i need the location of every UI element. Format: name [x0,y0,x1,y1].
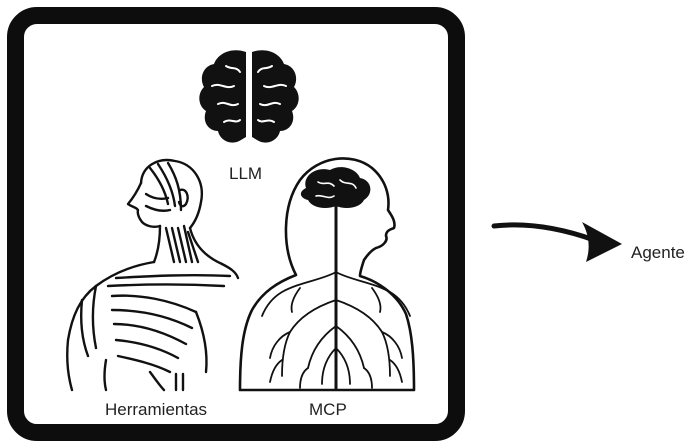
brain-icon [199,50,298,142]
anatomy-muscles-icon [67,160,238,390]
agent-label: Agente [631,244,685,261]
curved-arrow-icon [494,222,622,262]
tools-label: Herramientas [105,401,207,418]
mcp-label: MCP [309,401,347,418]
nervous-system-head-icon [240,158,414,390]
llm-label: LLM [229,165,262,182]
